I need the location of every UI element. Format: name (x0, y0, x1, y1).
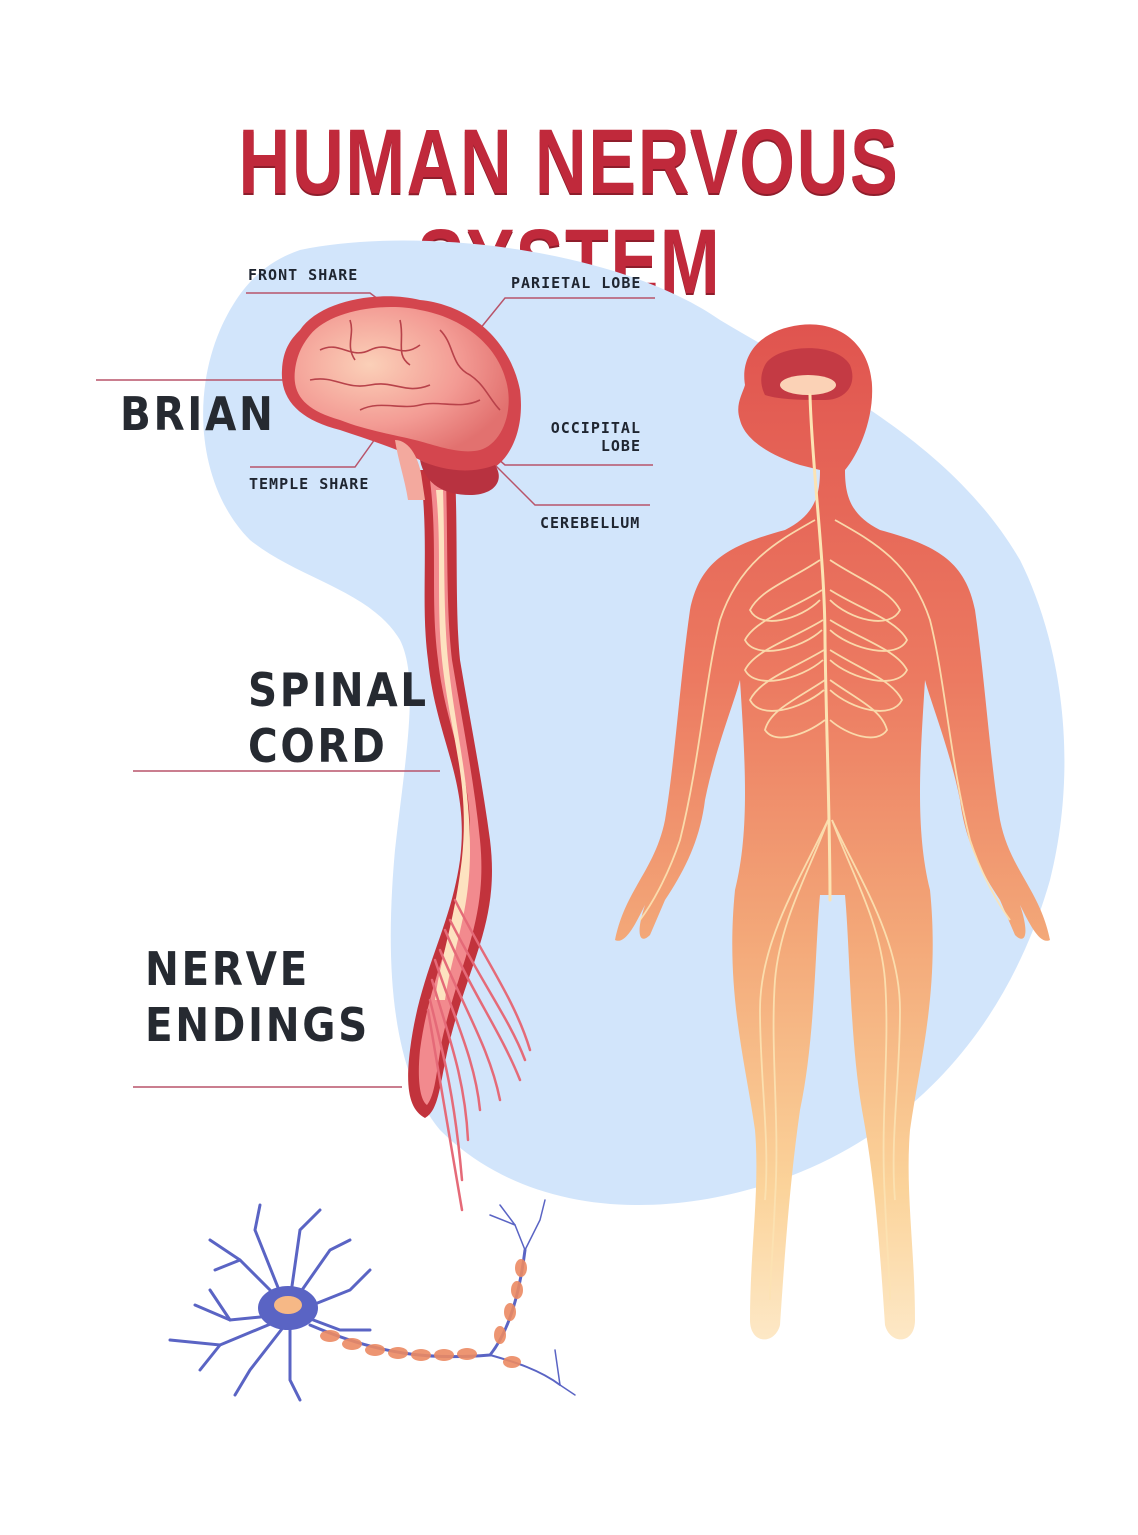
section-label-spinal-cord: SPINAL CORD (248, 662, 429, 774)
label-front-share: FRONT SHARE (248, 266, 359, 284)
neuron-illustration (168, 1199, 576, 1402)
section-label-spinal-line2: CORD (248, 719, 388, 773)
section-label-nerve-line2: ENDINGS (145, 998, 370, 1052)
label-occipital-lobe-line1: OCCIPITAL (550, 419, 641, 437)
section-label-spinal-line1: SPINAL (248, 663, 429, 717)
label-occipital-lobe: OCCIPITAL LOBE (549, 419, 641, 455)
label-temple-share: TEMPLE SHARE (249, 475, 370, 493)
section-label-brain: BRIAN (120, 387, 276, 441)
section-label-nerve-endings: NERVE ENDINGS (145, 941, 370, 1053)
section-label-nerve-line1: NERVE (145, 942, 310, 996)
human-body-illustration (615, 324, 1050, 1340)
spinal-cord-illustration (408, 470, 532, 1212)
label-cerebellum: CEREBELLUM (540, 514, 641, 532)
label-parietal-lobe: PARIETAL LOBE (511, 274, 642, 292)
label-occipital-lobe-line2: LOBE (600, 437, 641, 455)
brain-illustration (281, 296, 521, 500)
